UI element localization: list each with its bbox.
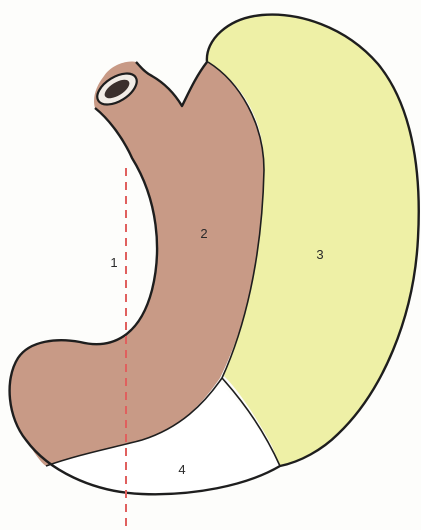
region-1-label: 1: [110, 255, 117, 270]
region-4-label: 4: [178, 462, 185, 477]
region-2-label: 2: [200, 226, 207, 241]
region-3-label: 3: [316, 247, 323, 262]
